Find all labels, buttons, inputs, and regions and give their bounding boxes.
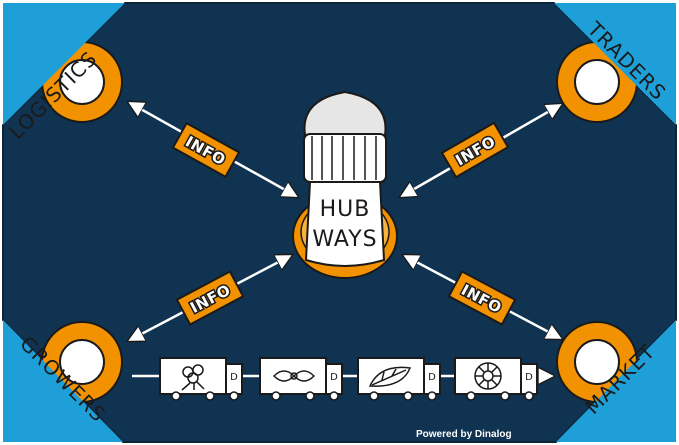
truck: D [259,357,343,401]
hubways-hub: HUB WAYS [292,90,398,279]
flower-icon [272,370,316,382]
growers-node [3,320,123,442]
powered-by-footer: Powered by Dinalog [416,429,512,440]
truck: D [357,357,441,401]
traders-node [554,3,676,125]
market-node [556,320,676,442]
svg-text:D: D [428,372,436,383]
hub-label-line1: HUB [320,197,371,222]
hub-label-line2: WAYS [312,227,377,252]
bouquet-icon [181,364,205,391]
truck: D [454,357,538,401]
svg-text:D: D [330,372,338,383]
leaf-icon [368,366,412,387]
logistics-node [3,3,125,125]
truck: D [159,357,243,401]
daisy-icon [474,362,502,390]
svg-text:D: D [525,372,533,383]
svg-text:D: D [230,372,238,383]
